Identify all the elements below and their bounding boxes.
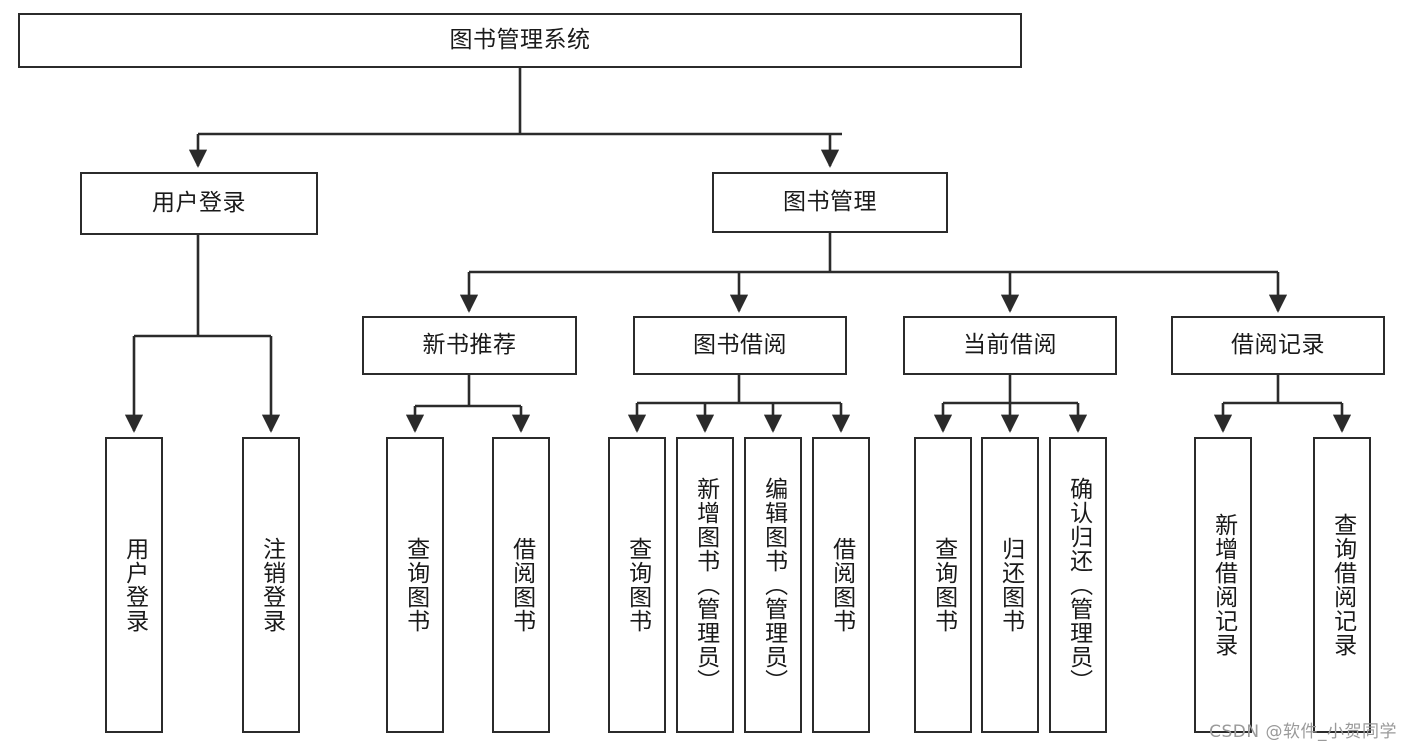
node-leaf-query-record[interactable]: 查询借阅记录 [1313, 437, 1371, 733]
node-leaf-user-login-label: 用户登录 [121, 537, 148, 633]
node-user-login[interactable]: 用户登录 [80, 172, 318, 235]
node-current-borrow-label: 当前借阅 [963, 331, 1057, 358]
node-borrow-record-label: 借阅记录 [1231, 331, 1325, 358]
node-leaf-edit-book[interactable]: 编辑图书（管理员） [744, 437, 802, 733]
node-new-book-rec-label: 新书推荐 [422, 331, 517, 358]
node-leaf-logout-label: 注销登录 [258, 537, 285, 633]
node-leaf-query-book-1-label: 查询图书 [402, 537, 429, 633]
node-new-book-rec[interactable]: 新书推荐 [362, 316, 577, 375]
node-leaf-logout[interactable]: 注销登录 [242, 437, 300, 733]
node-leaf-borrow-book-2-label: 借阅图书 [828, 537, 855, 633]
node-leaf-user-login[interactable]: 用户登录 [105, 437, 163, 733]
node-book-manage[interactable]: 图书管理 [712, 172, 948, 233]
node-root-label: 图书管理系统 [449, 26, 591, 53]
node-leaf-confirm-return-label: 确认归还（管理员） [1065, 477, 1092, 693]
node-leaf-return-book[interactable]: 归还图书 [981, 437, 1039, 733]
node-leaf-borrow-book-2[interactable]: 借阅图书 [812, 437, 870, 733]
node-leaf-add-record[interactable]: 新增借阅记录 [1194, 437, 1252, 733]
node-leaf-add-record-label: 新增借阅记录 [1210, 513, 1237, 657]
node-leaf-edit-book-label: 编辑图书（管理员） [760, 477, 787, 693]
node-book-borrow[interactable]: 图书借阅 [633, 316, 847, 375]
node-leaf-borrow-book-1-label: 借阅图书 [508, 537, 535, 633]
node-leaf-confirm-return[interactable]: 确认归还（管理员） [1049, 437, 1107, 733]
watermark: CSDN @软件_小贺同学 [1209, 722, 1397, 742]
node-root[interactable]: 图书管理系统 [18, 13, 1022, 68]
node-leaf-query-book-1[interactable]: 查询图书 [386, 437, 444, 733]
node-leaf-add-book[interactable]: 新增图书（管理员） [676, 437, 734, 733]
node-leaf-borrow-book-1[interactable]: 借阅图书 [492, 437, 550, 733]
node-book-borrow-label: 图书借阅 [693, 331, 787, 358]
node-leaf-query-book-3-label: 查询图书 [930, 537, 957, 633]
node-leaf-query-book-3[interactable]: 查询图书 [914, 437, 972, 733]
node-book-manage-label: 图书管理 [783, 188, 877, 215]
node-leaf-query-book-2-label: 查询图书 [624, 537, 651, 633]
node-leaf-query-book-2[interactable]: 查询图书 [608, 437, 666, 733]
node-user-login-label: 用户登录 [152, 189, 246, 216]
node-leaf-add-book-label: 新增图书（管理员） [692, 477, 719, 693]
node-leaf-return-book-label: 归还图书 [997, 537, 1024, 633]
node-leaf-query-record-label: 查询借阅记录 [1329, 513, 1356, 657]
node-borrow-record[interactable]: 借阅记录 [1171, 316, 1385, 375]
node-current-borrow[interactable]: 当前借阅 [903, 316, 1117, 375]
